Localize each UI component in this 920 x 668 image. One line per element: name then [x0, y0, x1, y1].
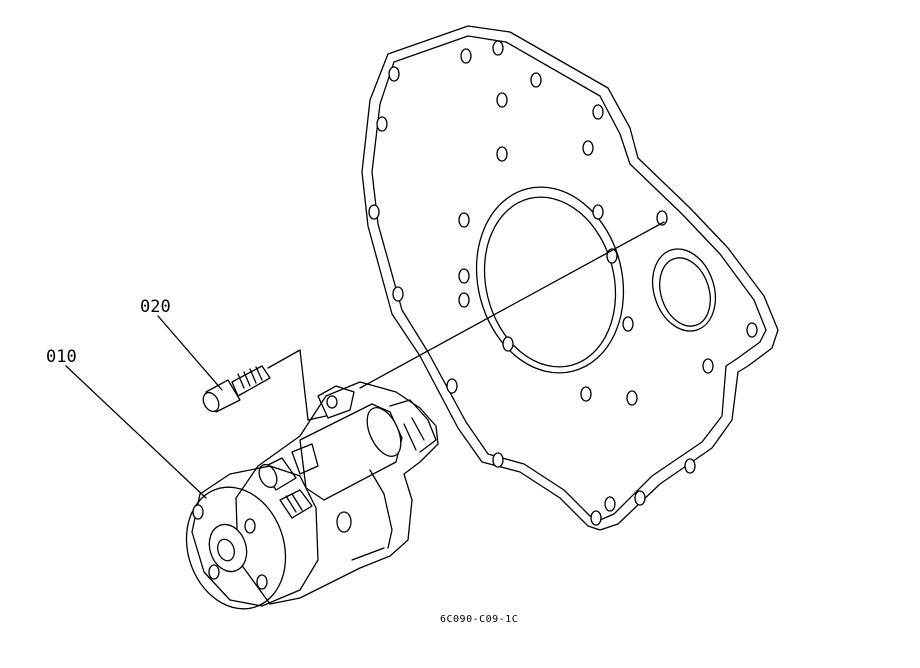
- mounting-ear: [317, 385, 355, 419]
- bolt-shank: [231, 365, 271, 397]
- small-bore-inner: [659, 257, 711, 327]
- callout-label-020: 020: [140, 297, 171, 317]
- bolt-020: [202, 365, 271, 413]
- end-cover: [185, 486, 287, 610]
- motor-yoke: [191, 465, 319, 607]
- callout-label-010: 010: [46, 347, 77, 367]
- terminal-nut: [279, 489, 313, 519]
- flywheel-housing-plate: [361, 25, 779, 531]
- plate-inner-edge: [371, 35, 767, 521]
- large-bore-inner: [483, 196, 617, 368]
- plate-outline: [361, 25, 779, 531]
- assembly-lines: [267, 221, 665, 421]
- starter-motor-010: [185, 381, 439, 610]
- through-bolts: [192, 504, 268, 590]
- drawing-code: 6C090-C09-1C: [440, 614, 518, 625]
- callout-010: 010: [46, 347, 207, 499]
- callout-020: 020: [140, 297, 223, 391]
